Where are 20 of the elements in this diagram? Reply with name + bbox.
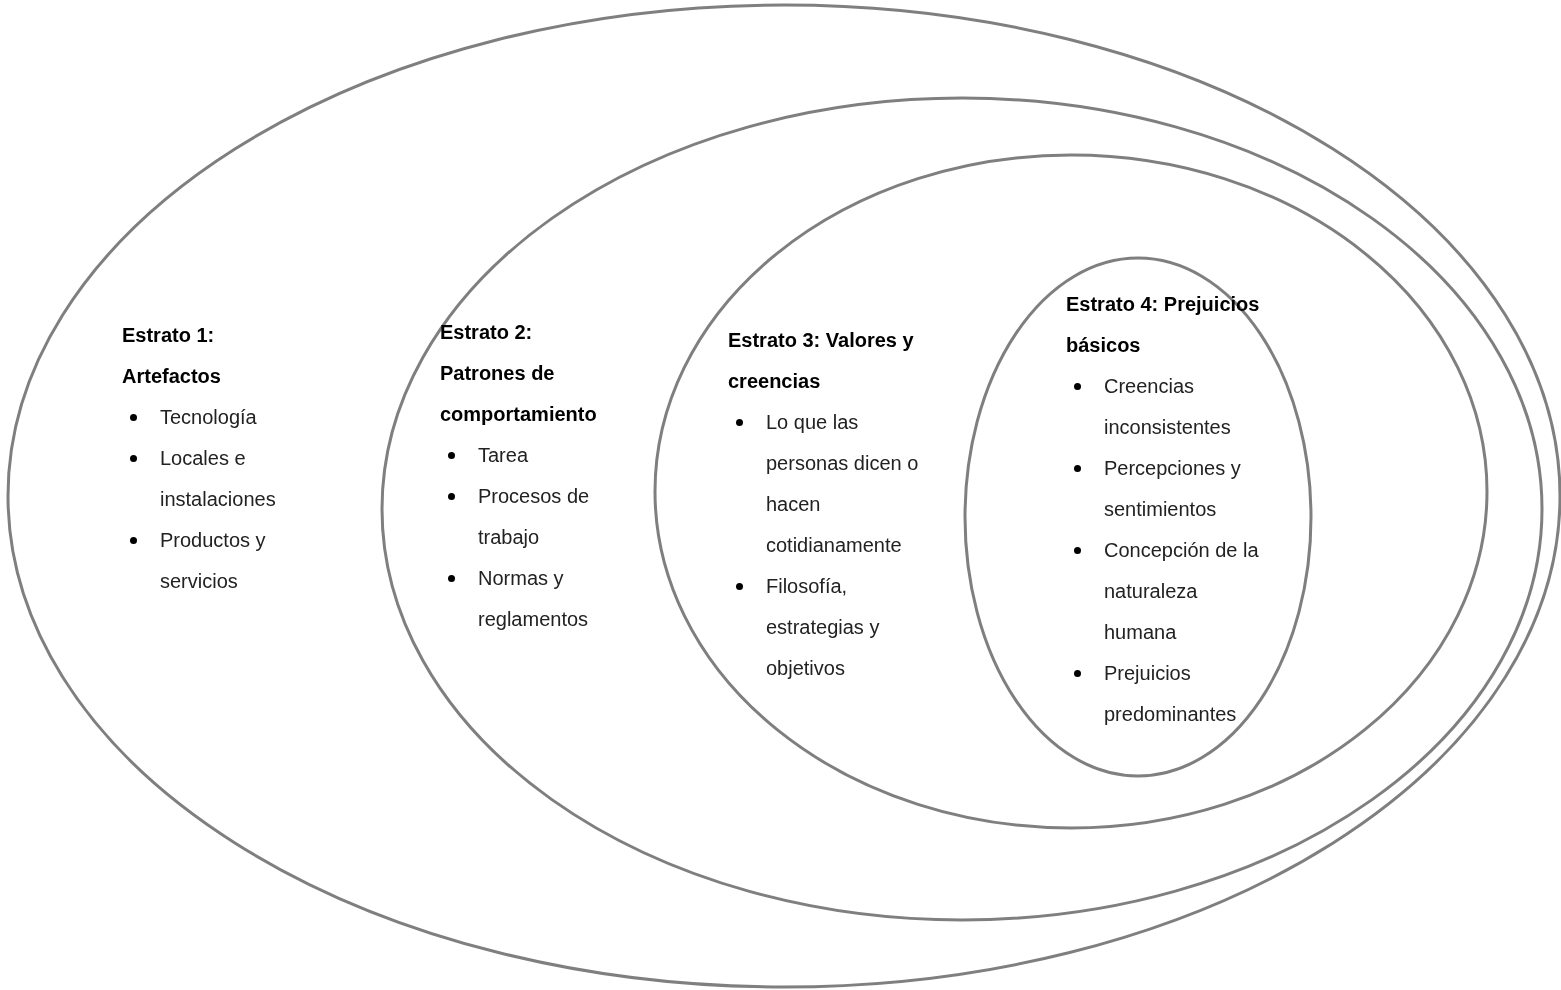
bullet-item: Tecnología [122,397,297,438]
bullet-item: Procesos de trabajo [440,476,610,558]
bullet-item: Filosofía, estrategias y objetivos [728,566,928,689]
bullet-item: Creencias inconsistentes [1066,366,1266,448]
layer-heading: Estrato 4: Prejuicios básicos [1066,292,1261,358]
layer-heading: Estrato 1: Artefactos [122,323,222,389]
layer-ellipse [8,5,1560,987]
bullet-item: Tarea [440,435,610,476]
layer-heading: Estrato 3: Valores y creencias [728,328,915,394]
layer-ellipse [965,258,1311,776]
bullet-item: Lo que las personas dicen o hacen cotidianamente [728,402,928,566]
bullet-item: Locales e instalaciones [122,438,297,520]
bullet-item: Normas y reglamentos [440,558,610,640]
bullet-item: Prejuicios predominantes [1066,653,1266,735]
bullet-item: Productos y servicios [122,520,297,602]
bullet-item: Percepciones y sentimientos [1066,448,1266,530]
bullet-item: Concepción de la naturaleza humana [1066,530,1266,653]
layer-heading: Estrato 2: Patrones de comportamiento [440,320,598,427]
layer-ellipse [655,155,1487,828]
layer-ellipse [382,98,1542,920]
